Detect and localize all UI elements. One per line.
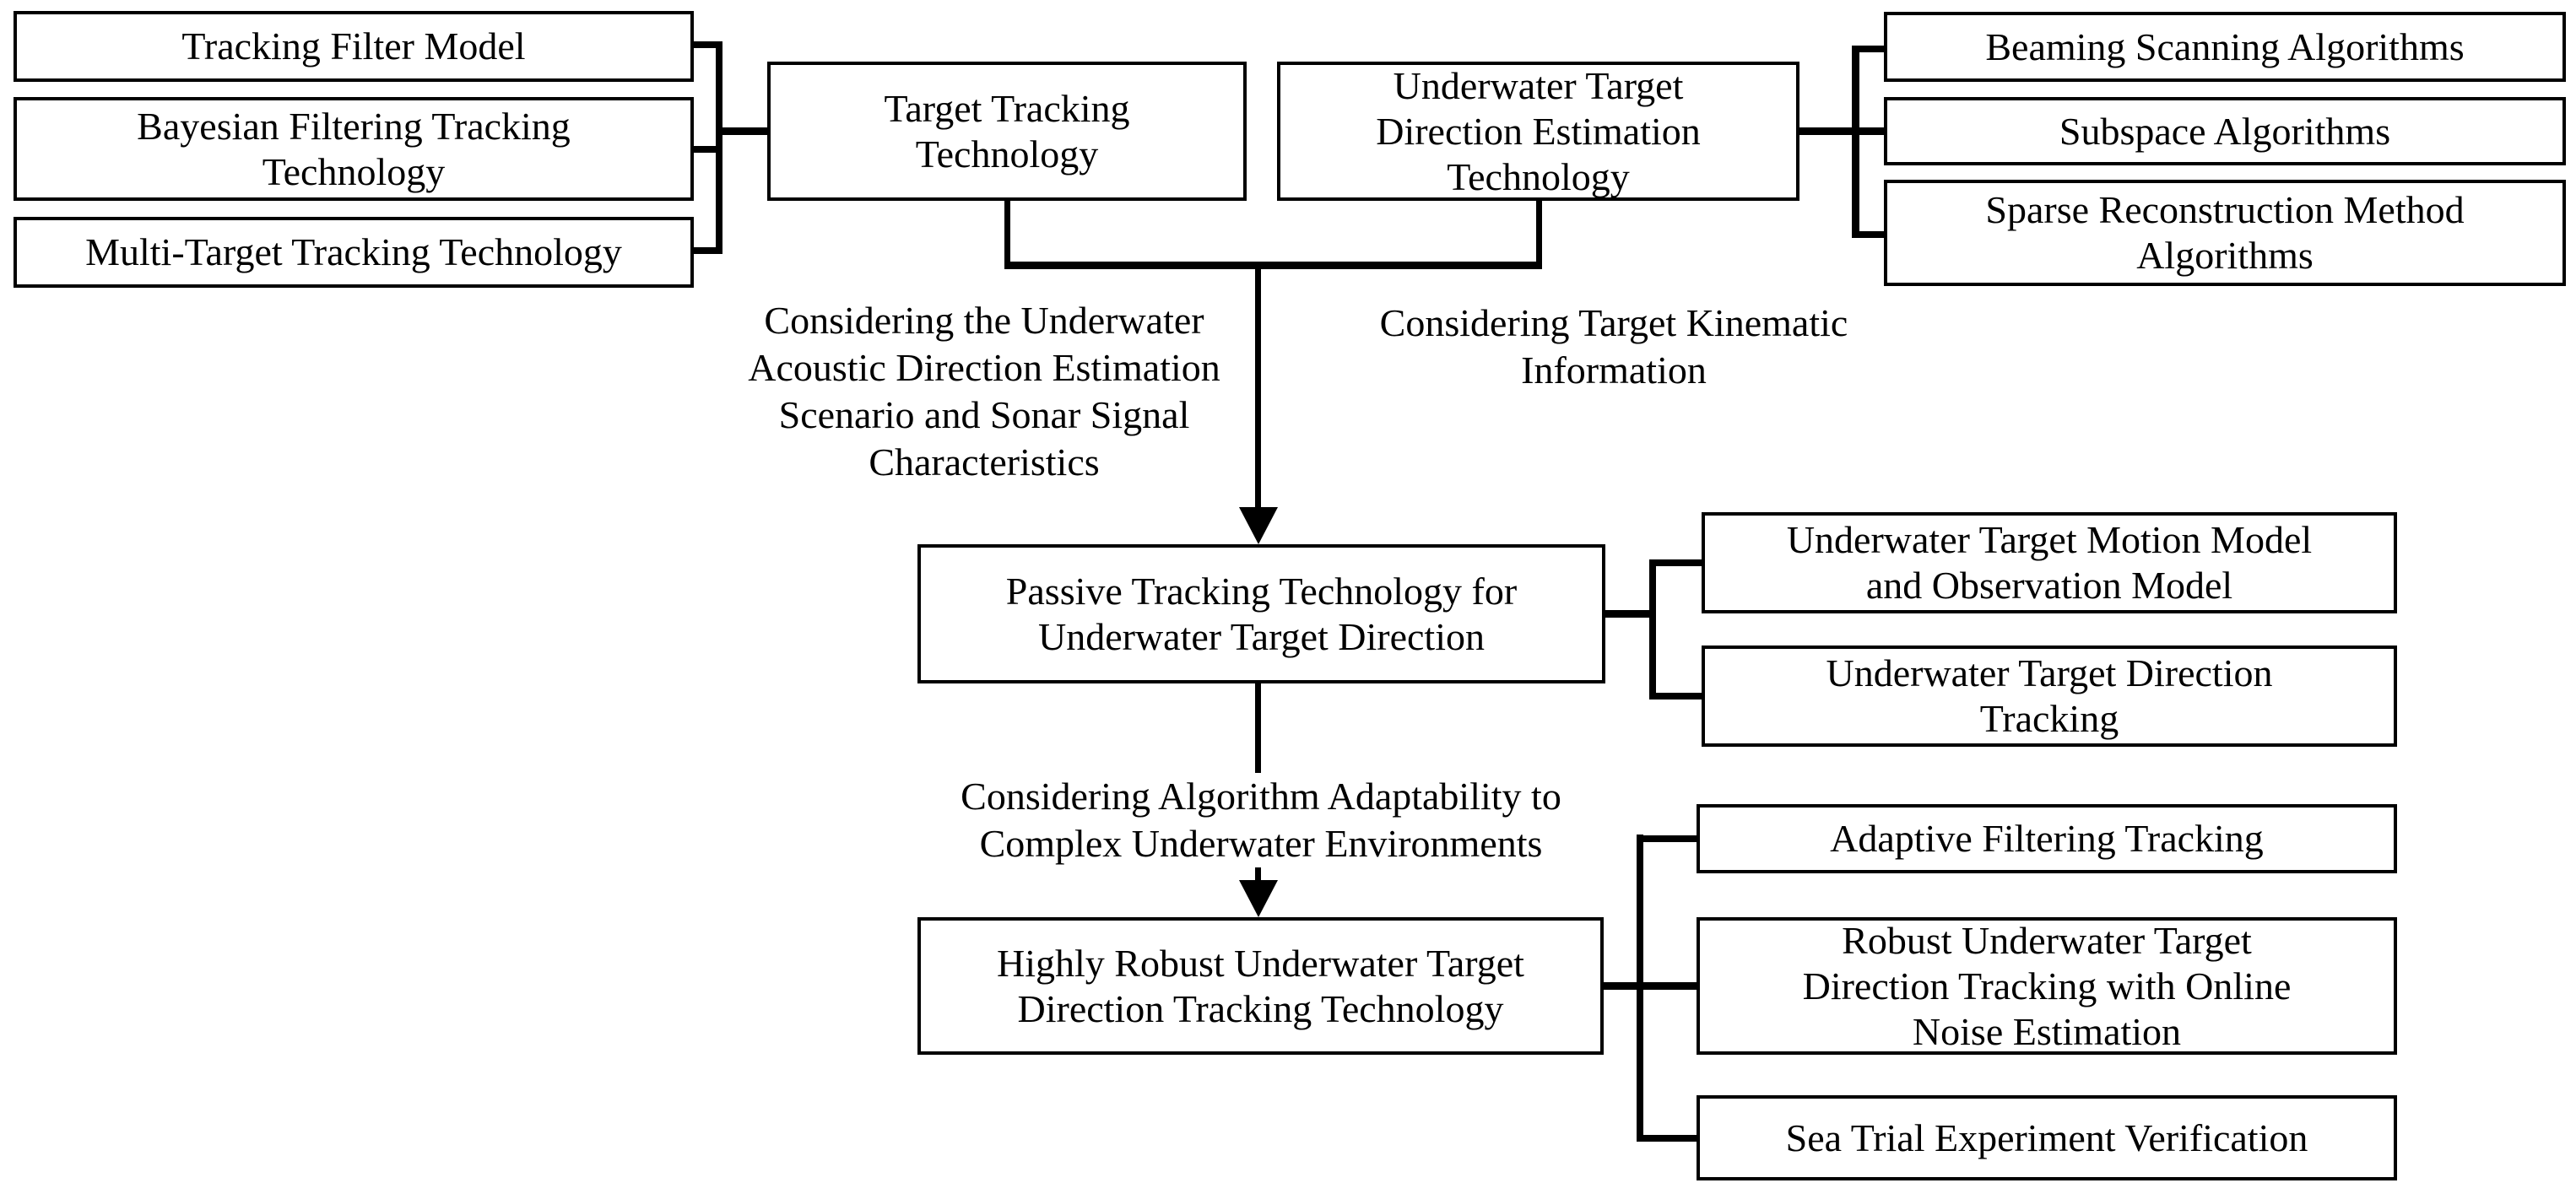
connector-merge-horizontal	[1004, 262, 1542, 269]
connector-passive-stub	[1605, 610, 1653, 618]
box-adaptive-filtering-tracking: Adaptive Filtering Tracking	[1697, 804, 2397, 873]
connector-robust-to-online-noise	[1604, 982, 1697, 990]
connector-passive-bracket-vertical	[1649, 559, 1656, 700]
box-underwater-direction-estimation: Underwater Target Direction Estimation T…	[1277, 62, 1799, 201]
connector-direction-tracking-stub	[1649, 693, 1702, 700]
box-robust-online-noise-estimation: Robust Underwater Target Direction Track…	[1697, 917, 2397, 1055]
connector-sparse-stub	[1852, 231, 1884, 238]
connector-multi-target-stub	[694, 247, 722, 254]
box-sparse-reconstruction-algorithms: Sparse Reconstruction Method Algorithms	[1884, 180, 2566, 286]
connector-sea-trial-stub	[1637, 1135, 1697, 1142]
connector-bottom-bracket-vertical	[1637, 835, 1643, 1142]
annotation-algorithm-adaptability: Considering Algorithm Adaptability to Co…	[890, 773, 1632, 867]
arrow-to-passive-stem	[1255, 266, 1261, 510]
box-underwater-direction-tracking: Underwater Target Direction Tracking	[1702, 646, 2397, 747]
box-multi-target-tracking: Multi-Target Tracking Technology	[14, 217, 694, 288]
connector-target-tracking-down	[1004, 201, 1010, 266]
connector-tracking-filter-stub	[694, 41, 722, 48]
down-arrowhead-icon	[1239, 880, 1278, 917]
annotation-acoustic-scenario: Considering the Underwater Acoustic Dire…	[748, 299, 1220, 483]
box-tracking-filter-model: Tracking Filter Model	[14, 11, 694, 82]
connector-bayesian-stub	[694, 146, 722, 153]
down-arrowhead-icon	[1239, 507, 1278, 544]
box-highly-robust-tracking: Highly Robust Underwater Target Directio…	[917, 917, 1604, 1055]
annotation-kinematic-information: Considering Target Kinematic Information	[1379, 301, 1848, 392]
box-subspace-algorithms: Subspace Algorithms	[1884, 97, 2566, 165]
box-sea-trial-verification: Sea Trial Experiment Verification	[1697, 1095, 2397, 1180]
box-passive-tracking-technology: Passive Tracking Technology for Underwat…	[917, 544, 1605, 683]
connector-beaming-stub	[1852, 46, 1884, 52]
connector-adaptive-stub	[1637, 835, 1697, 842]
connector-left-bracket-vertical	[716, 41, 722, 254]
connector-estimation-to-subspace	[1799, 127, 1884, 135]
box-motion-observation-model: Underwater Target Motion Model and Obser…	[1702, 512, 2397, 613]
box-target-tracking-technology: Target Tracking Technology	[767, 62, 1247, 201]
box-beaming-scanning-algorithms: Beaming Scanning Algorithms	[1884, 12, 2566, 82]
connector-motion-model-stub	[1649, 559, 1702, 566]
box-bayesian-filtering-tracking: Bayesian Filtering Tracking Technology	[14, 97, 694, 201]
connector-estimation-down	[1536, 201, 1542, 266]
connector-right-bracket-vertical	[1852, 46, 1859, 238]
connector-bracket-to-target-tracking	[716, 127, 767, 135]
